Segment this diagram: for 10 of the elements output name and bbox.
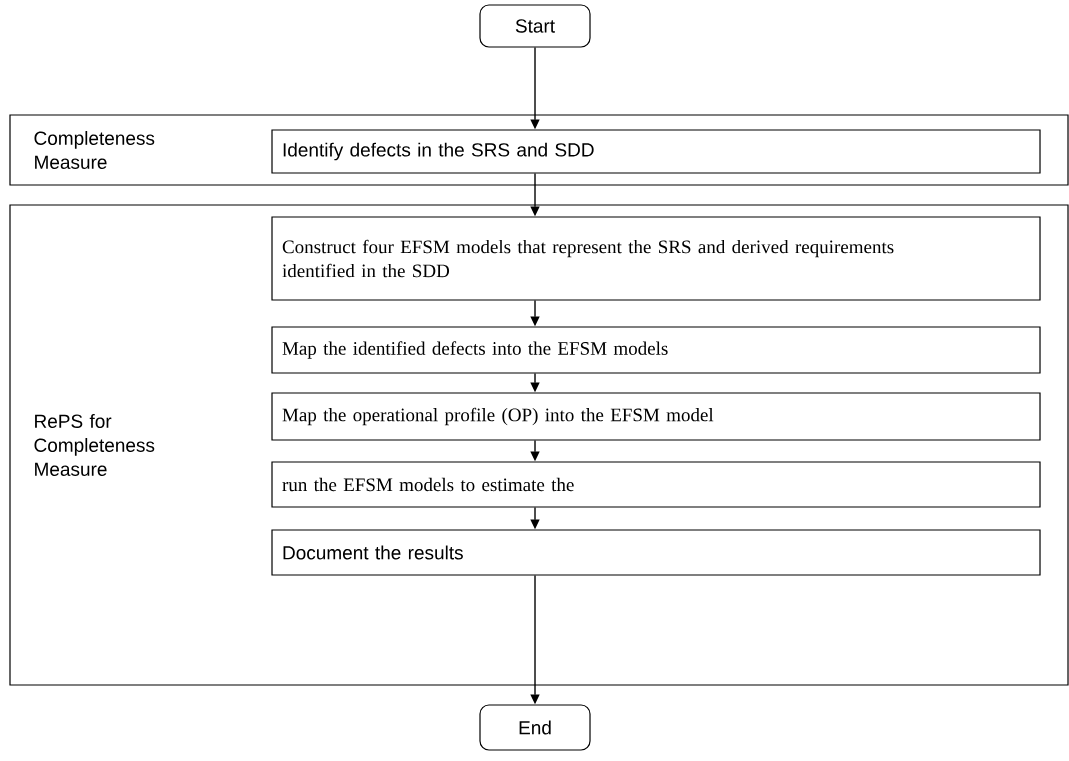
band-heading: Completeness Measure xyxy=(34,131,155,169)
band-heading: RePS for Completeness Measure xyxy=(34,414,155,476)
process-box: run the EFSM models to estimate the xyxy=(271,461,1041,508)
process-box: Map the operational profile (OP) into the EFSM model xyxy=(271,392,1041,441)
process-box: Document the results xyxy=(271,529,1041,576)
terminal-box: Start xyxy=(479,4,591,48)
process-box: Identify defects in the SRS and SDD xyxy=(271,129,1041,174)
terminal-box: End xyxy=(479,704,591,751)
process-box: Construct four EFSM models that represent the SRS and derived requirements identified in the SDD xyxy=(271,216,1041,301)
process-box: Map the identified defects into the EFSM models xyxy=(271,326,1041,374)
